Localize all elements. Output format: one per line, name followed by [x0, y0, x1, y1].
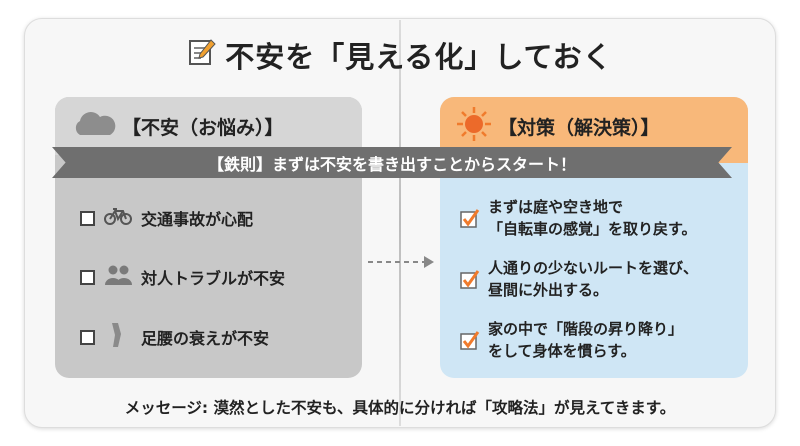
knee-icon [104, 322, 132, 352]
solution-line: 昼間に外出する。 [488, 281, 609, 299]
solution-line: をして身体を慣らす。 [488, 342, 636, 360]
solutions-header-text: 【対策（解決策）】 [498, 117, 660, 139]
solution-item: まずは庭や空き地で「自転車の感覚」を取り戻す。 [460, 196, 697, 240]
solution-line: 人通りの少ないルートを選び、 [488, 259, 699, 277]
checkbox[interactable] [80, 329, 95, 345]
footer-message: メッセージ: 漠然とした不安も、具体的に分ければ「攻略法」が見えてきます。 [124, 399, 676, 417]
memo-pencil-icon [187, 37, 217, 74]
worry-label: 対人トラブルが不安 [141, 269, 286, 288]
worry-label: 足腰の衰えが不安 [141, 329, 270, 348]
solution-line: 家の中で「階段の昇り降り」 [488, 320, 684, 338]
dashed-arrow [366, 252, 436, 276]
sun-icon [456, 106, 492, 147]
solution-item: 家の中で「階段の昇り降り」をして身体を慣らす。 [460, 318, 683, 362]
worry-item: 足腰の衰えが不安 [80, 322, 269, 352]
checked-box-icon [460, 209, 480, 228]
book-spine [399, 20, 401, 426]
worries-header: 【不安（お悩み）】 [72, 112, 284, 141]
worry-label: 交通事故が心配 [141, 210, 254, 229]
worry-item: 交通事故が心配 [80, 206, 253, 230]
title-text: 不安を「見える化」しておく [225, 40, 613, 74]
page-title: 不安を「見える化」しておく [0, 34, 800, 76]
checkbox[interactable] [80, 210, 95, 226]
bicycle-icon [104, 206, 132, 230]
worries-header-text: 【不安（お悩み）】 [122, 117, 284, 139]
rule-banner: 【鉄則】まずは不安を書き出すことからスタート！ [52, 147, 732, 178]
checked-box-icon [460, 270, 480, 289]
solution-line: まずは庭や空き地で [488, 198, 624, 216]
people-icon [104, 264, 132, 290]
solution-item: 人通りの少ないルートを選び、昼間に外出する。 [460, 257, 698, 301]
checked-box-icon [460, 331, 480, 350]
cloud-icon [72, 112, 116, 141]
solution-line: 「自転車の感覚」を取り戻す。 [488, 220, 697, 238]
solutions-header: 【対策（解決策）】 [456, 106, 660, 147]
checkbox[interactable] [80, 269, 95, 285]
worries-panel [55, 97, 362, 378]
worry-item: 対人トラブルが不安 [80, 264, 285, 290]
